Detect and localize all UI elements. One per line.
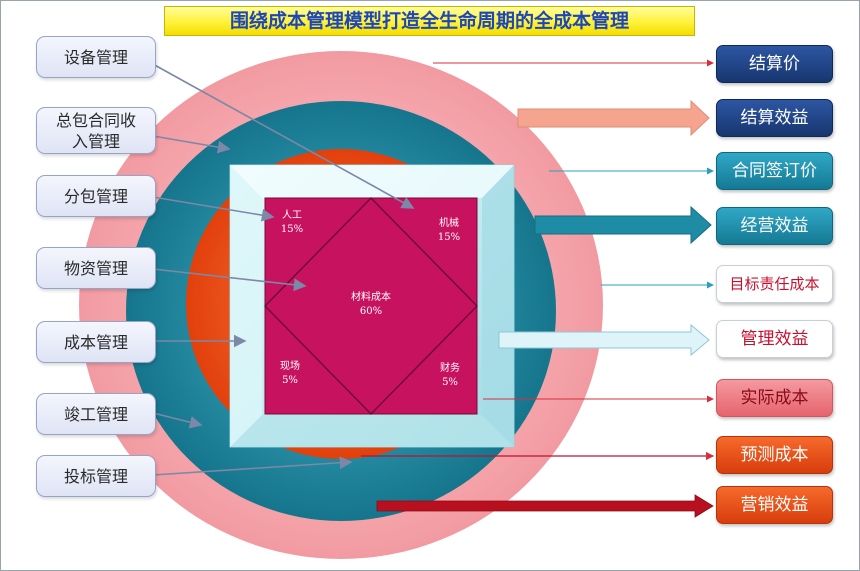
frame-bevel-bottom [230,415,514,447]
pointer-equipment [150,62,415,209]
segment-site-name: 现场 [280,359,300,372]
frame-bevel-right [482,165,514,447]
label-equipment-management: 设备管理 [36,36,156,78]
segment-machinery-name: 机械 [439,216,459,229]
label-bidding-text: 投标管理 [63,466,128,486]
label-subcontract-text: 分包管理 [63,186,128,206]
arrow-management-benefit [498,323,710,357]
result-target-cost: 目标责任成本 [716,265,833,303]
segment-labor-name: 人工 [282,209,302,221]
segment-finance-value: 5% [442,377,458,388]
pointer-subcontract [152,196,275,222]
segment-material-value: 60% [360,306,382,317]
result-forecast-cost: 预测成本 [716,436,833,474]
label-materials-text: 物资管理 [63,258,128,278]
center-square [264,197,478,415]
pointer-contract-income [152,135,231,154]
segment-site-value: 5% [282,375,298,386]
label-cost-management: 成本管理 [36,321,156,363]
pointer-bidding [152,456,353,476]
segment-material-name: 材料成本 [351,290,391,303]
page-title: 围绕成本管理模型打造全生命周期的全成本管理 [164,6,695,36]
label-equipment-text: 设备管理 [63,47,128,67]
result-marketing-benefit: 营销效益 [716,486,833,524]
arrow-marketing-benefit [376,494,714,518]
frame-bevel-left [230,165,262,447]
label-materials-management: 物资管理 [36,247,156,289]
label-contract-income-management: 总包合同收 入管理 [36,107,156,154]
result-contract-price: 合同签订价 [716,152,833,190]
center-diamond [264,197,478,415]
arrow-operating-benefit [534,205,712,245]
result-operating-benefit: 经营效益 [716,207,833,245]
label-completion-management: 竣工管理 [36,393,156,435]
pointer-materials [152,268,307,292]
label-contract-income-line1: 总包合同收 [55,110,136,130]
label-bidding-management: 投标管理 [36,455,156,497]
segment-labor-value: 15% [281,224,303,235]
result-settlement-price: 结算价 [716,45,833,83]
segment-machinery-value: 15% [438,232,460,243]
label-subcontract-management: 分包管理 [36,175,156,217]
label-contract-income-line2: 入管理 [71,131,120,151]
pointer-completion [152,412,203,429]
result-management-benefit: 管理效益 [716,320,833,358]
arrow-settlement-benefit [517,99,710,137]
label-completion-text: 竣工管理 [63,404,128,424]
label-cost-text: 成本管理 [63,332,128,352]
frame-bevel-top [230,165,514,198]
result-settlement-benefit: 结算效益 [716,99,833,137]
result-actual-cost: 实际成本 [716,379,833,417]
segment-finance-name: 财务 [440,361,460,374]
